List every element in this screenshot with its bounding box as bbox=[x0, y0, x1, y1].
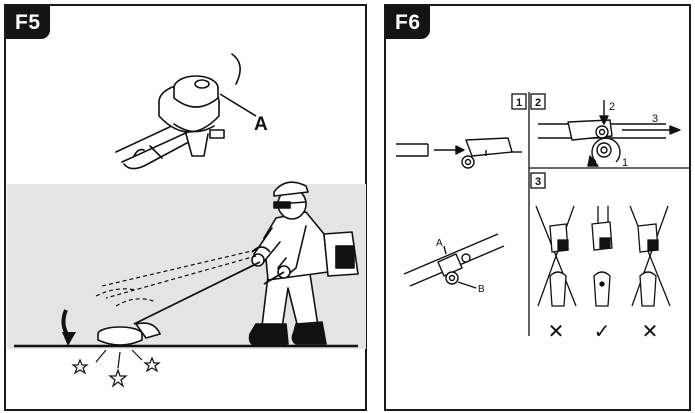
cutting-head bbox=[97, 322, 162, 346]
figure-label-f5: F5 bbox=[6, 6, 50, 39]
impact-sparks bbox=[71, 349, 161, 388]
handle-position-2 bbox=[591, 206, 613, 307]
callout-line-a bbox=[219, 93, 257, 117]
f5-illustration: A bbox=[7, 53, 366, 388]
trimmer-head-closeup bbox=[115, 53, 241, 170]
callout-label-b: B bbox=[478, 284, 485, 295]
handle-position-3 bbox=[629, 205, 671, 307]
motion-lines bbox=[95, 249, 257, 307]
mark-correct: ✓ bbox=[594, 321, 611, 343]
arrow-number-1: 1 bbox=[622, 157, 628, 169]
step2-tighten bbox=[538, 100, 681, 167]
clamp-detail bbox=[403, 233, 505, 289]
arrow-number-3: 3 bbox=[652, 113, 658, 125]
step-number-3: 3 bbox=[535, 176, 541, 188]
step-number-2: 2 bbox=[535, 97, 541, 109]
figure-f5-panel: F5 A bbox=[4, 4, 367, 411]
step-number-1: 1 bbox=[516, 97, 522, 109]
callout-label-a: A bbox=[254, 114, 268, 135]
step1-insert-shaft bbox=[396, 137, 522, 169]
figure-label-f6: F6 bbox=[386, 6, 430, 39]
callout-label-a: A bbox=[436, 238, 443, 249]
arrow-number-2: 2 bbox=[609, 101, 615, 113]
mark-incorrect-left: ✕ bbox=[548, 321, 565, 343]
figure-f6-panel: F6 1 2 3 bbox=[384, 4, 691, 411]
handle-position-1 bbox=[535, 205, 577, 307]
f6-illustration: 1 2 3 bbox=[396, 92, 691, 343]
mark-incorrect-right: ✕ bbox=[642, 321, 659, 343]
operator-figure bbox=[248, 181, 359, 347]
